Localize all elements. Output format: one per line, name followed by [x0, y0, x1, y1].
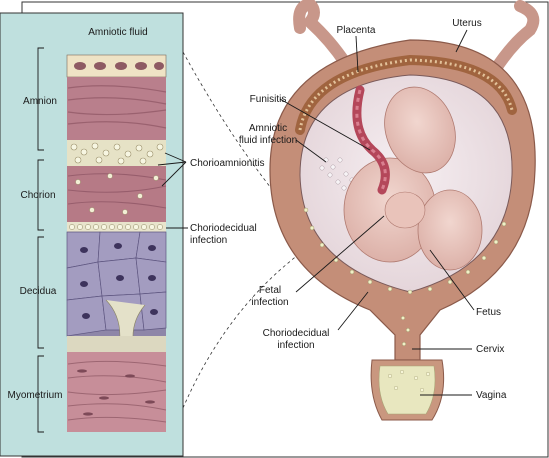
membrane-infection-dots	[303, 207, 507, 295]
fetus-leader	[429, 249, 475, 311]
label-amnion: Amnion	[23, 96, 57, 107]
label-choriodecidual-lower-line1: Choriodecidual	[263, 328, 330, 339]
label-choriodecidual-line1: Choriodecidual	[190, 223, 257, 234]
chorioamnionitis-leaders	[157, 152, 187, 187]
label-choriodecidual-lower-line2: infection	[277, 340, 314, 351]
choriodecidual-lower-leader	[337, 291, 369, 331]
zoom-line-bottom	[182, 241, 317, 409]
label-cervix: Cervix	[476, 344, 504, 355]
label-vagina: Vagina	[476, 390, 507, 401]
label-fetus: Fetus	[476, 307, 501, 318]
label-uterus: Uterus	[452, 18, 481, 29]
vagina-lumen	[378, 365, 436, 415]
label-funisitis: Funisitis	[250, 94, 287, 105]
label-choriodecidual-line2: infection	[190, 235, 227, 246]
label-decidua: Decidua	[20, 286, 57, 297]
uterus-leader	[455, 29, 468, 53]
chorion-tissue	[67, 166, 166, 222]
label-amniotic-infection-line1: Amniotic	[249, 123, 287, 134]
label-placenta: Placenta	[337, 25, 376, 36]
amniotic-infection-leader	[295, 139, 327, 163]
layer-brackets	[37, 47, 44, 433]
placenta-leader	[355, 35, 359, 73]
fetus-figure	[343, 86, 483, 271]
label-amniotic-fluid: Amniotic fluid	[88, 27, 147, 38]
funisitis-leader	[279, 98, 371, 151]
label-amniotic-infection-line2: fluid infection	[239, 135, 297, 146]
label-chorioamnionitis: Chorioamnionitis	[190, 158, 264, 169]
amnion-tissue	[67, 77, 166, 140]
fetal-infection-leader	[295, 215, 385, 293]
label-fetal-infection-line2: infection	[251, 297, 288, 308]
label-chorion: Chorion	[20, 190, 55, 201]
label-myometrium: Myometrium	[7, 390, 62, 401]
tissue-strip	[66, 54, 167, 432]
uterus-illustration	[269, 0, 540, 421]
label-fetal-infection-line1: Fetal	[259, 285, 281, 296]
